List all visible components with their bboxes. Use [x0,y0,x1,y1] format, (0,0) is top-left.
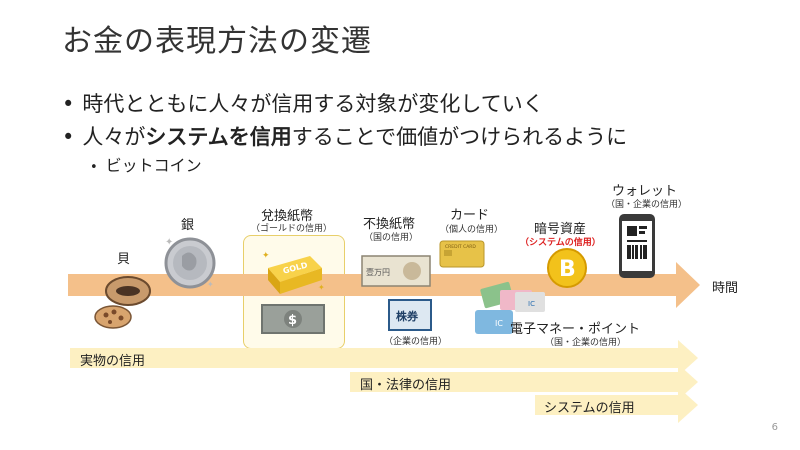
trust-arrow-law [350,364,698,400]
svg-text:✦: ✦ [207,280,214,289]
silver-coin-icon: ✦ ✦ [164,237,216,289]
note-fiat: （国の信用） [364,233,419,243]
svg-text:✦: ✦ [262,251,270,261]
label-silver: 銀 [181,218,195,233]
label-emoney: 電子マネー・ポイント [510,322,641,337]
bullet-dot: • [62,92,75,116]
smartphone-wallet-icon [619,214,655,278]
note-wallet: （国・企業の信用） [606,200,688,210]
label-card: カード [450,208,490,223]
trust-arrow-system [535,387,698,423]
bullet-2-bold: システムを信用 [145,125,292,149]
sub-bullet: • ビットコイン [90,152,202,176]
stock-text: 株券 [396,309,419,323]
credit-text: CREDIT CARD [445,244,476,250]
bullet-2-post: することで価値がつけられるように [291,125,628,149]
bullet-1-text: 時代とともに人々が信用する対象が変化していく [82,92,544,116]
ic-text-2: IC [495,319,503,328]
label-crypto: 暗号資産 [534,222,587,237]
svg-text:✦: ✦ [165,237,173,248]
dollar-note-icon: $ [261,304,325,334]
note-card: （個人の信用） [440,225,504,235]
yen-bill-icon: 壹万円 [361,255,431,287]
stock-certificate-icon: 株券 [388,299,432,331]
bitcoin-letter: B [559,257,576,282]
ic-text-1: IC [528,300,535,308]
label-convertible: 兌換紙幣 [261,209,314,224]
trust-arrow-real [70,340,698,376]
bullet-1: • 時代とともに人々が信用する対象が変化していく [62,88,544,118]
note-stock: （企業の信用） [384,337,448,347]
note-emoney: （国・企業の信用） [545,338,627,348]
trust-label-real: 実物の信用 [80,354,146,369]
yen-bill-text: 壹万円 [366,267,390,277]
dollar-sign: $ [288,313,297,328]
shell-icon [94,276,151,329]
credit-card-icon: CREDIT CARD [439,240,485,268]
page-number: 6 [771,422,778,433]
svg-text:✦: ✦ [318,283,325,292]
trust-label-system: システムの信用 [544,401,635,416]
sub-bullet-text: ビットコイン [105,156,202,175]
label-shell: 貝 [117,252,131,267]
e-money-cards-icon: IC IC [475,281,545,334]
note-crypto: （システムの信用） [520,238,601,248]
trust-label-law: 国・法律の信用 [360,378,452,393]
time-axis-label: 時間 [712,281,739,296]
slide-title: お金の表現方法の変遷 [62,24,372,59]
note-convertible: （ゴールドの信用） [251,224,333,234]
bullet-2-pre: 人々が [82,125,146,149]
bitcoin-icon: B [547,248,587,288]
label-wallet: ウォレット [612,184,678,199]
bullet-dot: • [90,160,98,175]
label-fiat: 不換紙幣 [363,217,416,232]
bullet-dot: • [62,125,75,149]
bullet-2: • 人々がシステムを信用することで価値がつけられるように [62,121,627,151]
gold-bar-icon: GOLD ✦ ✦ [262,251,325,294]
